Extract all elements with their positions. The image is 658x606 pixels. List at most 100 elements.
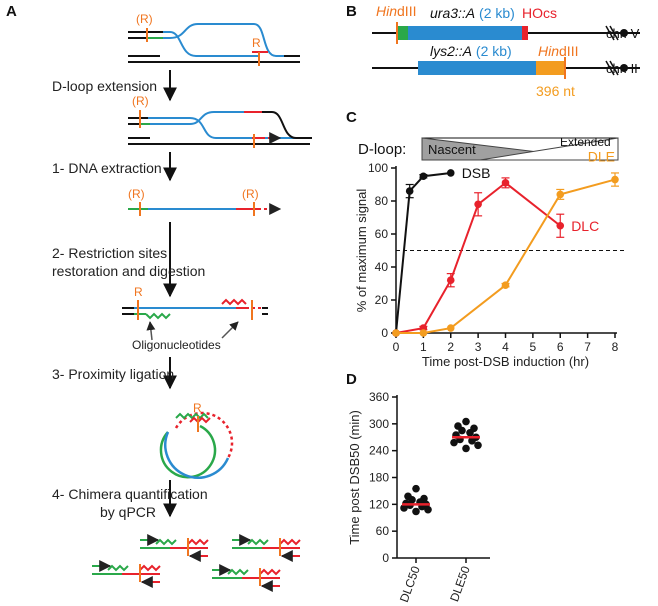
chr5-locus: HindIII ura3::A (2 kb) HOcs chr. V	[372, 3, 640, 44]
step-dloop-extension: D-loop extension	[52, 78, 157, 94]
dsb-data-point	[405, 187, 414, 195]
x-tick-label: 4	[502, 340, 509, 354]
chr2-label: chr. II	[606, 61, 638, 76]
dsb-data-point	[419, 172, 428, 181]
chimera-product	[140, 534, 209, 562]
x-tick-label: 1	[420, 340, 427, 354]
chimera-product	[232, 534, 301, 562]
extended-label: Extended	[560, 135, 611, 149]
y-tick-label: 300	[369, 417, 389, 431]
x-tick-label: 5	[530, 340, 537, 354]
digested-fragment-diagram: R Oligonucleotides	[122, 285, 268, 352]
y-tick-label: 0	[382, 551, 389, 565]
chimera-products-diagram	[92, 534, 301, 592]
dle-data-point	[446, 324, 455, 332]
oligo-pointer-left	[146, 321, 156, 341]
site-label-r: R	[134, 285, 143, 299]
dle-data-point	[501, 281, 510, 289]
data-point	[412, 484, 420, 493]
dle-data-point	[556, 190, 565, 199]
step-restriction-1: 2- Restriction sites	[52, 245, 167, 261]
dlc-data-point	[501, 179, 510, 187]
site-label-r-paren: (R)	[242, 187, 259, 201]
panel-b-label: B	[346, 3, 357, 20]
data-point	[412, 507, 420, 516]
dloop-extended-diagram: (R)	[128, 94, 312, 148]
data-point	[462, 444, 470, 453]
y-tick-label: 360	[369, 390, 389, 404]
x-tick-label: 2	[447, 340, 454, 354]
dlc-series-line	[395, 181, 561, 334]
y-tick-label: 180	[369, 471, 389, 485]
chimera-product	[212, 564, 281, 592]
chimera-product	[92, 560, 161, 588]
hindiii-label-chr2: HindIII	[538, 43, 578, 59]
panel-b: B HindIII ura3::A (2 kb) HOcs chr. V lys…	[346, 3, 640, 99]
site-label-r: R	[193, 401, 202, 415]
y-tick-label: 0	[381, 326, 388, 340]
site-label-r-paren: (R)	[136, 12, 153, 26]
y-tick-label: 20	[375, 293, 389, 307]
y-tick-label: 120	[369, 497, 389, 511]
dloop-label: D-loop:	[358, 141, 406, 158]
dle-data-point	[611, 175, 619, 184]
dle-series-label: DLE	[588, 149, 615, 165]
panel-a-label: A	[6, 3, 17, 20]
y-tick-label: 240	[369, 444, 389, 458]
data-point	[466, 428, 474, 437]
dlc-data-point	[556, 221, 565, 230]
y-tick-label: 40	[375, 260, 389, 274]
dle-data-point	[392, 329, 400, 337]
panel-c: C D-loop: Nascent Extended 0204060801000…	[346, 109, 627, 369]
site-label-r: R	[252, 36, 261, 50]
y-tick-label: 60	[376, 524, 390, 538]
x-tick-label: 8	[612, 340, 619, 354]
x-tick-label: 0	[393, 340, 400, 354]
chr5-label: chr. V	[606, 26, 640, 41]
data-point	[462, 417, 470, 426]
site-label-r-paren: (R)	[132, 94, 149, 108]
x-tick-label: 3	[475, 340, 482, 354]
oligonucleotides-label: Oligonucleotides	[132, 338, 221, 352]
step-chimera-2: by qPCR	[100, 504, 156, 520]
chr2-locus: lys2::A (2 kb) HindIII 396 nt chr. II	[372, 43, 640, 99]
dlc-data-point	[446, 276, 455, 285]
data-point	[474, 441, 482, 450]
y-tick-label: 60	[375, 227, 389, 241]
nt396-label: 396 nt	[536, 83, 575, 99]
data-point	[450, 438, 458, 447]
site-label-r-paren: (R)	[128, 187, 145, 201]
step-proximity-ligation: 3- Proximity ligation	[52, 366, 174, 382]
data-point	[458, 426, 466, 435]
panel-d-label: D	[346, 371, 357, 388]
dloop-initial-diagram: (R) R	[128, 12, 300, 66]
extracted-dna-diagram: (R) (R)	[128, 187, 282, 216]
step-restriction-2: restoration and digestion	[52, 263, 205, 279]
oligo-pointer-right	[221, 321, 239, 339]
x-tick-label: DLE50	[447, 564, 473, 604]
hocs-label: HOcs	[522, 5, 557, 21]
x-tick-label: 6	[557, 340, 564, 354]
step-dna-extraction: 1- DNA extraction	[52, 160, 162, 176]
dsb-series-line	[395, 171, 451, 334]
y-tick-label: 100	[368, 161, 388, 175]
dlc-data-point	[474, 200, 482, 209]
ligated-circle-diagram: R	[159, 401, 234, 479]
data-point	[400, 504, 408, 512]
step-chimera-1: 4- Chimera quantification	[52, 486, 208, 502]
x-tick-label: 7	[584, 340, 591, 354]
hindiii-label-chr5: HindIII	[376, 3, 416, 19]
dlc-series-label: DLC	[571, 218, 599, 234]
dle-data-point	[419, 329, 428, 337]
y-tick-label: 80	[375, 194, 389, 208]
y-axis-title: % of maximum signal	[354, 189, 369, 313]
lys2-label: lys2::A (2 kb)	[430, 43, 512, 59]
nascent-label: Nascent	[428, 142, 476, 157]
dloop-gradient-bar: Nascent Extended	[421, 135, 619, 161]
x-axis-title: Time post-DSB induction (hr)	[422, 354, 589, 369]
y-axis-title: Time post DSB50 (min)	[347, 410, 362, 545]
